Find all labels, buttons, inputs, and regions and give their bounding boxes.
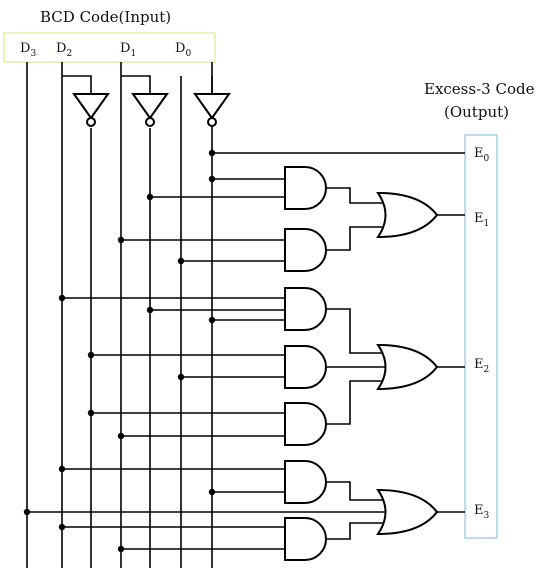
- input-pin-d0: D0: [175, 41, 191, 59]
- not-gate-d0-bubble: [207, 117, 217, 127]
- input-title: BCD Code(Input): [40, 8, 171, 26]
- input-pin-d3: D3: [20, 41, 36, 59]
- junction-dots: [23, 149, 216, 553]
- and-gate-6: [284, 460, 327, 504]
- and-gate-7: [284, 517, 327, 561]
- output-box: [464, 134, 498, 539]
- and-gate-2: [284, 228, 327, 272]
- input-box: [3, 32, 216, 63]
- and-gate-1: [284, 166, 327, 210]
- output-pin-e0: E0: [474, 146, 490, 164]
- and-gates: [284, 166, 327, 561]
- and-input-wires: [62, 178, 285, 550]
- and-gate-5: [284, 402, 327, 446]
- or-output-wires: [437, 214, 465, 513]
- input-pin-d1: D1: [120, 41, 136, 59]
- output-title-line2: (Output): [444, 103, 509, 121]
- not-gate-d0: [193, 93, 231, 120]
- output-title-line1: Excess-3 Code: [424, 80, 535, 98]
- not-gate-d2-bubble: [86, 117, 96, 127]
- not-gates: [62, 75, 231, 128]
- not-gate-d1-bubble: [145, 117, 155, 127]
- or-gate-e2: [376, 343, 439, 391]
- and-gate-4: [284, 345, 327, 389]
- not-gate-d1: [131, 93, 169, 120]
- input-rails: [26, 62, 213, 568]
- and-gate-3: [284, 287, 327, 331]
- and-to-or-wires: [27, 187, 387, 540]
- output-pin-e2: E2: [474, 357, 489, 375]
- not-gate-d2: [72, 93, 110, 120]
- output-pin-e3: E3: [474, 503, 490, 521]
- or-gates: [376, 191, 439, 536]
- output-pin-e1: E1: [474, 211, 489, 229]
- or-gate-e1: [376, 191, 439, 239]
- input-pin-d2: D2: [56, 41, 72, 59]
- or-gate-e3: [376, 488, 439, 536]
